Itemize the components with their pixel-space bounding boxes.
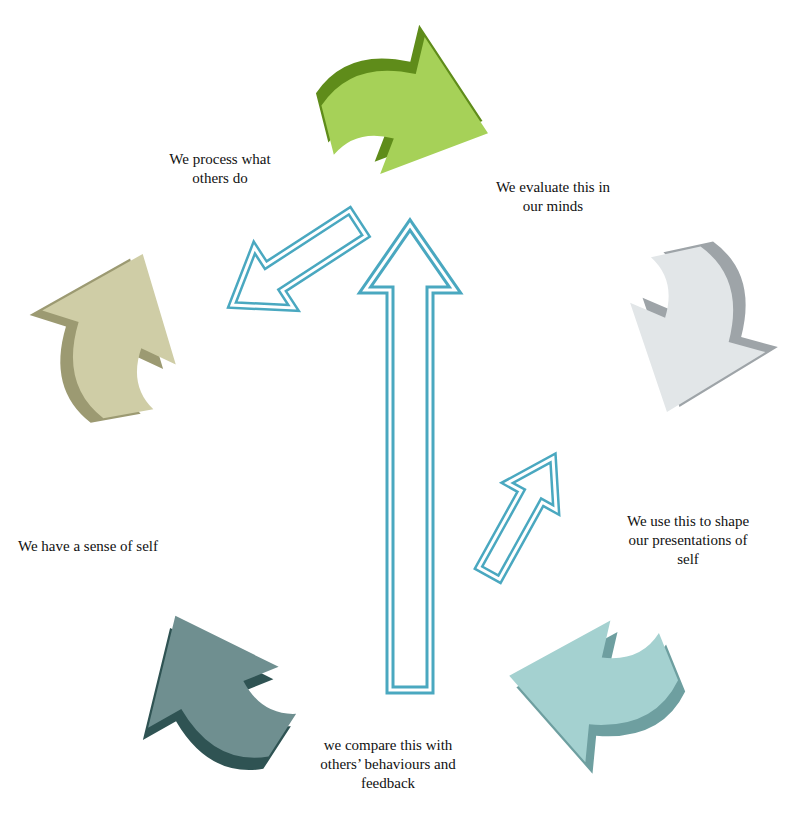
step-label: We use this to shape our presentations o… bbox=[622, 512, 754, 569]
outline-arrow bbox=[465, 444, 578, 587]
cycle-arrow bbox=[599, 222, 790, 440]
step-label: We have a sense of self bbox=[18, 537, 158, 556]
step-label: we compare this with others’ behaviours … bbox=[318, 736, 458, 793]
step-label: We evaluate this in our minds bbox=[488, 178, 618, 216]
step-label: We process what others do bbox=[150, 150, 290, 188]
cycle-arrow bbox=[1, 223, 210, 444]
cycle-arrow bbox=[101, 585, 315, 810]
cycle-arrow bbox=[298, 1, 513, 202]
cycle-arrow bbox=[495, 605, 695, 787]
outline-arrow bbox=[365, 225, 455, 690]
outline-arrow bbox=[212, 193, 377, 335]
